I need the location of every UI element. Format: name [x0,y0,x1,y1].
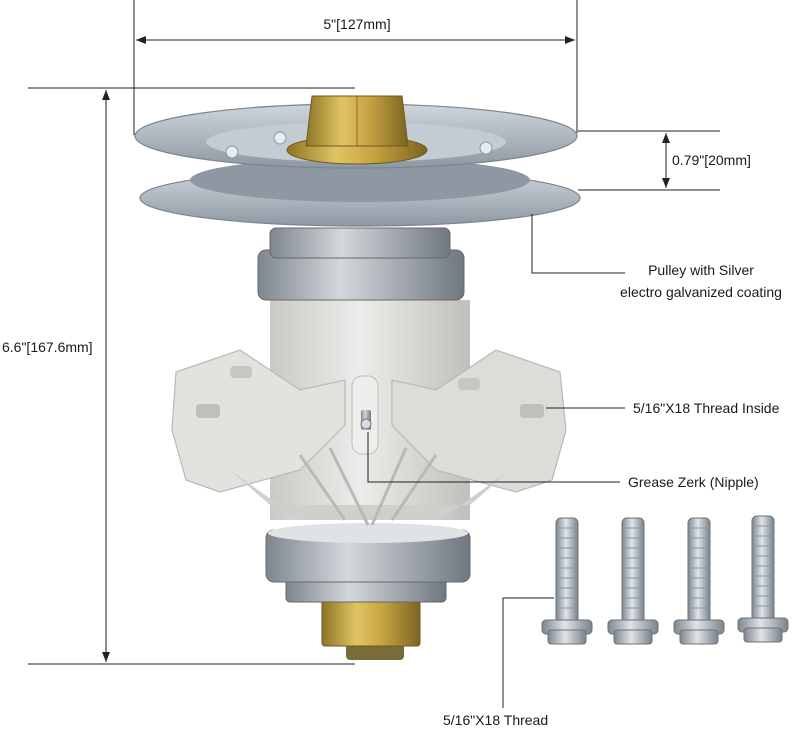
arrow-right [565,36,575,44]
arrow-up-small [662,133,670,143]
grease-zerk-leader [367,432,620,483]
bolt-3 [673,517,725,645]
housing-ribs [298,447,438,526]
flange-hole-right [520,404,544,418]
rivet-front-left [225,145,239,159]
housing-underside [230,470,510,520]
flange-hole-back-right [458,378,480,390]
pulley-callout-line1: Pulley with Silver [648,262,754,278]
flange-hole-back-left [230,366,252,378]
arrow-up [102,90,110,100]
grease-zerk-label: Grease Zerk (Nipple) [628,474,759,490]
lower-cap-top [268,523,468,543]
arrow-down [102,652,110,662]
bolt-thread-label: 5/16"X18 Thread [443,712,549,728]
arrow-left [136,36,146,44]
bolt-set [541,515,789,645]
leader-lines [367,214,625,708]
overall-height-label: 6.6"[167.6mm] [2,339,93,355]
spindle-assembly [134,95,581,660]
flange-hole-left [196,404,220,418]
pulley-diameter-label: 5"[127mm] [323,16,391,32]
bottom-nut [321,595,421,647]
dimension-lines [28,0,720,665]
arrow-down-small [662,178,670,188]
pulley-callout-line2: electro galvanized coating [620,284,782,300]
rivet-right [479,141,493,155]
rivet-left [273,131,287,145]
grease-nipple [360,418,372,430]
bolt-1 [541,517,593,645]
thread-inside-label: 5/16"X18 Thread Inside [633,400,780,416]
pulley-leader [531,214,625,274]
bolt-4 [737,515,789,643]
upper-washer [269,227,451,259]
pulley-height-label: 0.79"[20mm] [672,152,751,168]
bolt-thread-leader [502,597,554,708]
dimension-arrows [102,36,670,662]
pulley-groove [190,158,530,202]
bolt-2 [607,517,659,645]
